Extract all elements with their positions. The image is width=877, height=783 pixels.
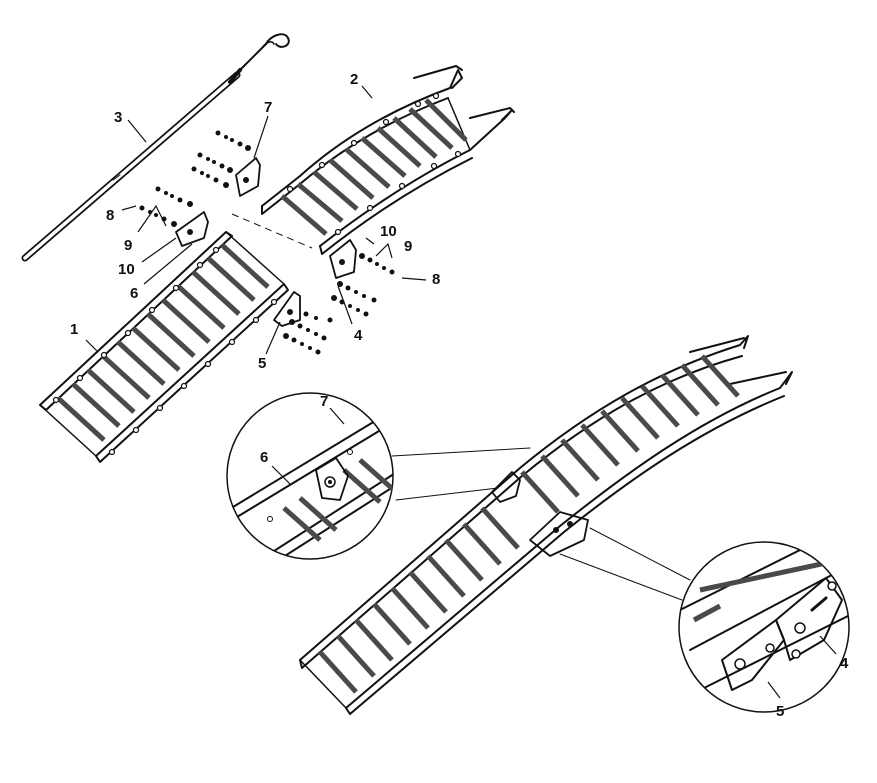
fastener-set-7 (191, 130, 251, 188)
detail-view-lower-hinge (559, 527, 850, 713)
lower-ramp-section (39, 231, 289, 463)
detail-callout-7: 7 (320, 393, 328, 410)
callout-9-right: 9 (404, 238, 412, 255)
support-pole (21, 33, 290, 262)
callout-2: 2 (350, 71, 358, 88)
detail-view-upper-hinge (226, 392, 531, 560)
callout-3: 3 (114, 109, 122, 126)
callout-10-right: 10 (380, 223, 397, 240)
hinge-bracket-5 (273, 291, 301, 327)
fastener-set-5 (283, 311, 333, 355)
callout-7: 7 (264, 99, 272, 116)
upper-ramp-section (261, 65, 515, 255)
lower-ramp-rungs (56, 243, 270, 442)
assembled-ramp-rungs (318, 354, 740, 694)
callout-4: 4 (354, 327, 363, 344)
upper-ramp-rungs (280, 98, 468, 236)
detail-callout-6: 6 (260, 449, 268, 466)
fastener-set-6 (139, 186, 193, 227)
callout-1: 1 (70, 321, 78, 338)
hinge-bracket-6 (175, 211, 209, 247)
callout-5: 5 (258, 355, 266, 372)
fastener-set-4 (331, 253, 395, 317)
callout-6: 6 (130, 285, 138, 302)
detail-callout-4: 4 (840, 655, 849, 672)
assembled-ramp (299, 335, 793, 715)
hinge-bracket-4 (329, 239, 357, 279)
callout-8-left: 8 (106, 207, 114, 224)
callout-10-left: 10 (118, 261, 135, 278)
detail-callout-5: 5 (776, 703, 784, 720)
assembled-hinge-plate (491, 471, 589, 557)
callout-8-right: 8 (432, 271, 440, 288)
hinge-bracket-7 (235, 157, 261, 197)
leader-lines (85, 85, 837, 699)
alignment-line (231, 213, 313, 249)
callout-9-left: 9 (124, 237, 132, 254)
